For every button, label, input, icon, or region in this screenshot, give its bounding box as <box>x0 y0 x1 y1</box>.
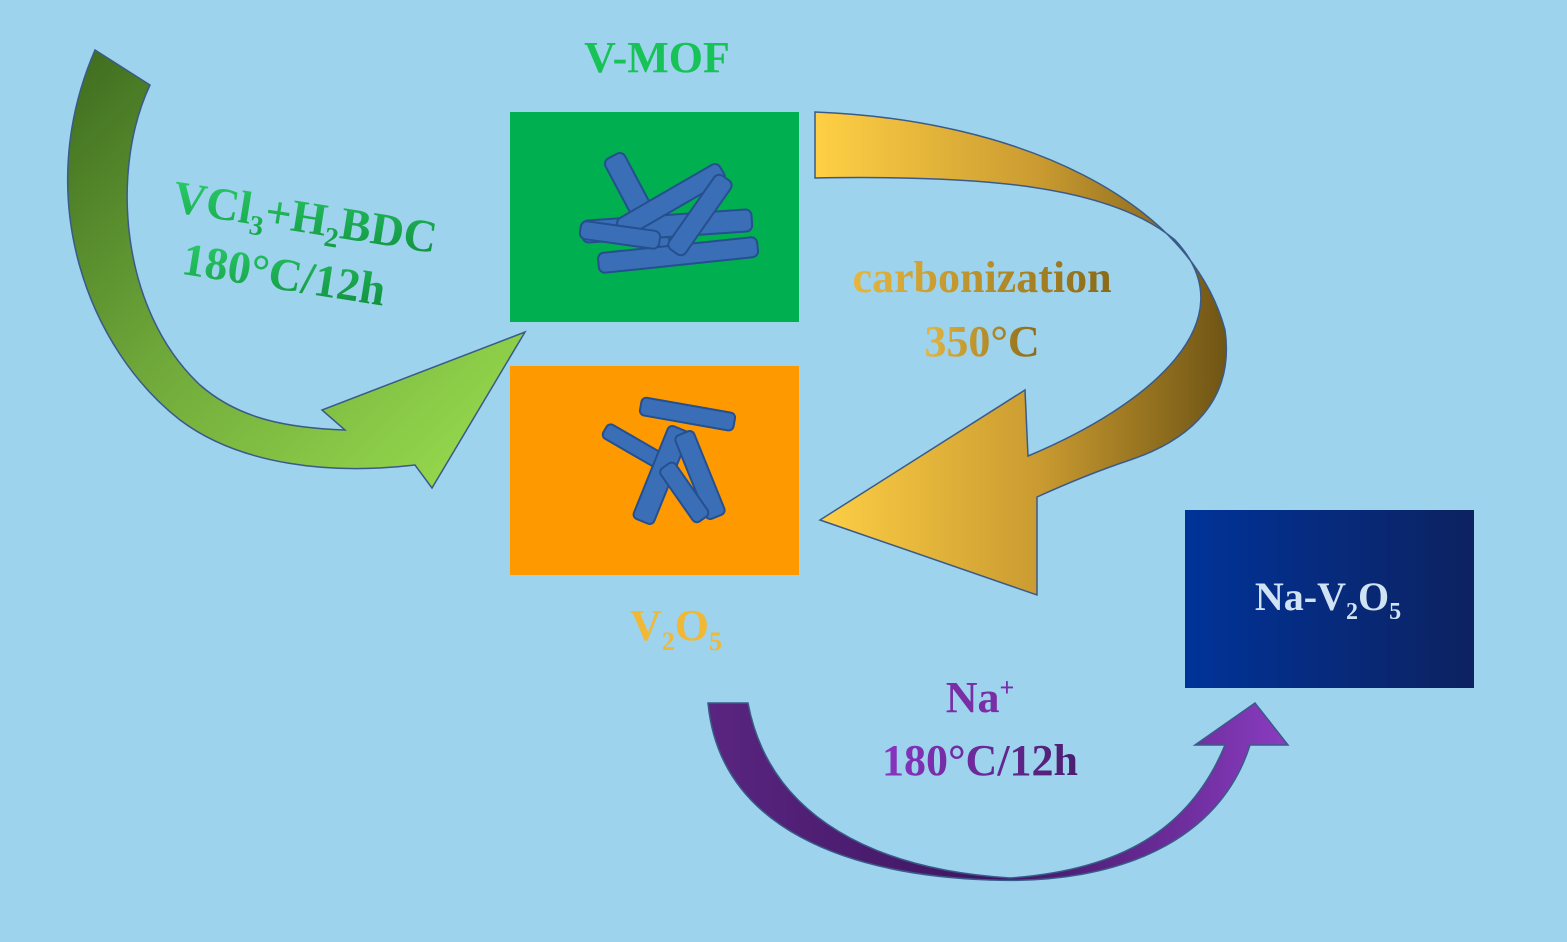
step2-curved-arrow <box>814 111 1228 597</box>
rod-cluster-icon <box>578 152 760 274</box>
na-v2o5-box <box>1185 510 1474 688</box>
na-v2o5-label: Na-V2O5 <box>1255 574 1401 625</box>
step1-conditions: VCl3+H2BDC 180°C/12h <box>169 171 441 316</box>
rod-cluster-icon <box>601 396 737 525</box>
step3-reagent: Na+ <box>946 673 1015 722</box>
step2-temperature: 350°C <box>924 317 1039 366</box>
step1-reagents: VCl3+H2BDC <box>169 171 441 270</box>
v2o5-label: V2O5 <box>630 601 722 656</box>
step1-curved-arrow <box>66 48 527 490</box>
step3-curved-arrow <box>707 701 1290 882</box>
step2-process: carbonization <box>852 253 1111 302</box>
step3-temperature-time: 180°C/12h <box>882 736 1078 785</box>
v-mof-label: V-MOF <box>584 33 730 82</box>
